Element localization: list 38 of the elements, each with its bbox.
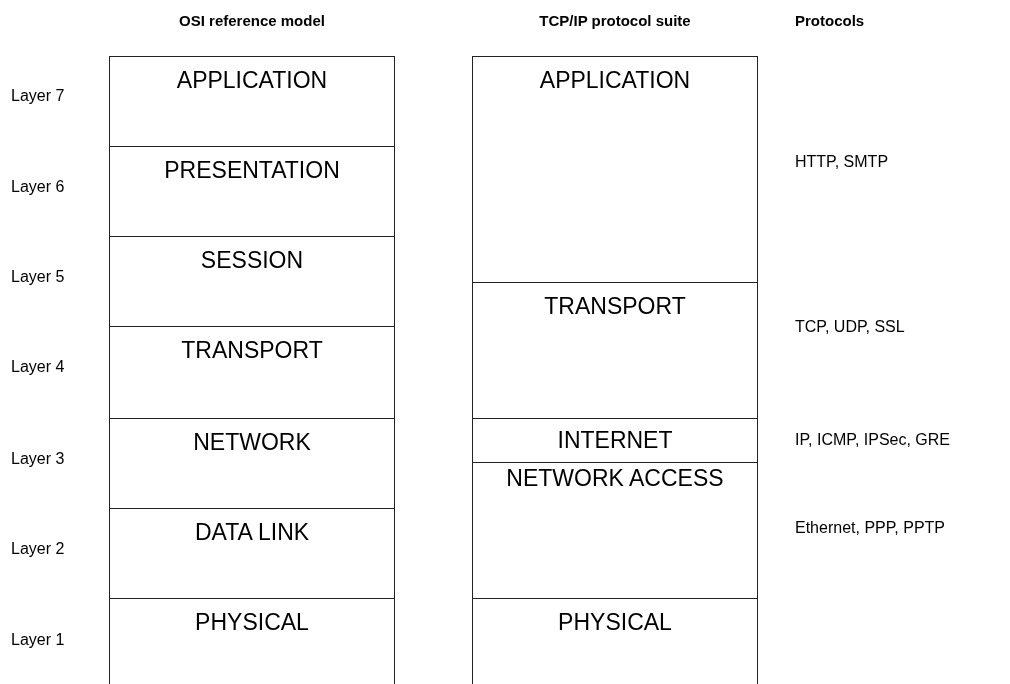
layer-box xyxy=(109,598,395,684)
layer-name: NETWORK xyxy=(192,429,312,455)
layer-number: Layer 7 xyxy=(11,86,65,106)
protocol-list: IP, ICMP, IPSec, GRE xyxy=(795,430,951,450)
layer-box xyxy=(472,462,758,599)
layer-name: TRANSPORT xyxy=(543,293,687,319)
layer-name: TRANSPORT xyxy=(180,337,324,363)
column-heading: Protocols xyxy=(795,11,865,31)
protocol-list: TCP, UDP, SSL xyxy=(795,317,905,337)
layer-number: Layer 5 xyxy=(11,267,65,287)
layer-name: APPLICATION xyxy=(175,67,329,93)
layer-name: PHYSICAL xyxy=(194,609,310,635)
layer-box xyxy=(109,56,395,147)
layer-number: Layer 1 xyxy=(11,630,65,650)
layer-box xyxy=(472,56,758,283)
layer-name: PRESENTATION xyxy=(163,157,341,183)
column-heading: TCP/IP protocol suite xyxy=(539,11,691,31)
layer-box xyxy=(109,236,395,327)
layer-box xyxy=(109,326,395,419)
column-heading: OSI reference model xyxy=(179,11,325,31)
layer-number: Layer 4 xyxy=(11,357,65,377)
layer-name: SESSION xyxy=(199,247,305,273)
layer-name: DATA LINK xyxy=(193,519,311,545)
layer-name: PHYSICAL xyxy=(557,609,673,635)
layer-box xyxy=(109,146,395,237)
layer-name: INTERNET xyxy=(556,427,674,453)
layer-box xyxy=(109,508,395,599)
layer-name: NETWORK ACCESS xyxy=(505,465,725,491)
layer-name: APPLICATION xyxy=(538,67,692,93)
layer-number: Layer 2 xyxy=(11,539,65,559)
layer-box xyxy=(472,418,758,463)
layer-box xyxy=(472,282,758,419)
layer-number: Layer 6 xyxy=(11,177,65,197)
layer-box xyxy=(472,598,758,684)
protocol-list: Ethernet, PPP, PPTP xyxy=(795,518,945,538)
layer-number: Layer 3 xyxy=(11,449,65,469)
layer-box xyxy=(109,418,395,509)
protocol-list: HTTP, SMTP xyxy=(795,152,889,172)
